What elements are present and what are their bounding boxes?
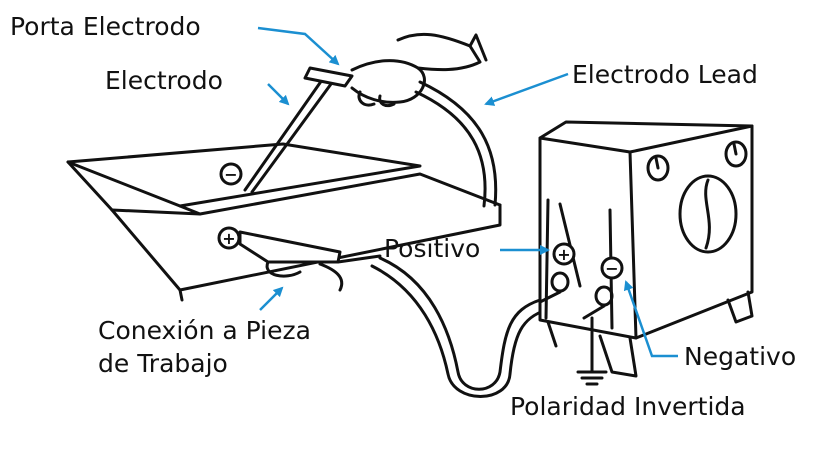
electrode-holder: [303, 32, 488, 108]
label-conexion-line2: de Trabajo: [98, 349, 228, 378]
electrode-rod: [243, 78, 333, 194]
label-electrodo-lead: Electrodo Lead: [572, 60, 758, 89]
arrow-negativo: [623, 280, 678, 358]
minus-sign-machine: −: [605, 259, 618, 278]
plus-circle-machine: [552, 242, 576, 266]
minus-sign-plate: −: [224, 165, 237, 184]
plus-sign-machine: +: [557, 245, 570, 264]
label-conexion-line1: Conexión a Pieza: [98, 316, 311, 345]
label-positivo: Positivo: [384, 234, 481, 263]
ground-symbol: [576, 316, 608, 386]
arrow-electrodo-lead: [484, 72, 569, 106]
minus-circle-machine: [600, 256, 624, 280]
minus-circle-plate: [219, 162, 243, 186]
label-porta-electrodo: Porta Electrodo: [10, 12, 201, 41]
work-clamp: [238, 230, 382, 292]
plus-sign-plate: +: [222, 229, 235, 248]
arrow-electrodo: [267, 83, 290, 106]
electrode-lead-cable: [418, 80, 498, 207]
arrow-porta-electrodo: [257, 26, 340, 66]
label-electrodo: Electrodo: [105, 66, 223, 95]
arrow-conexion: [259, 286, 284, 311]
plus-circle-plate: [217, 226, 241, 250]
label-polaridad-invertida: Polaridad Invertida: [510, 392, 746, 421]
label-negativo: Negativo: [684, 342, 797, 371]
